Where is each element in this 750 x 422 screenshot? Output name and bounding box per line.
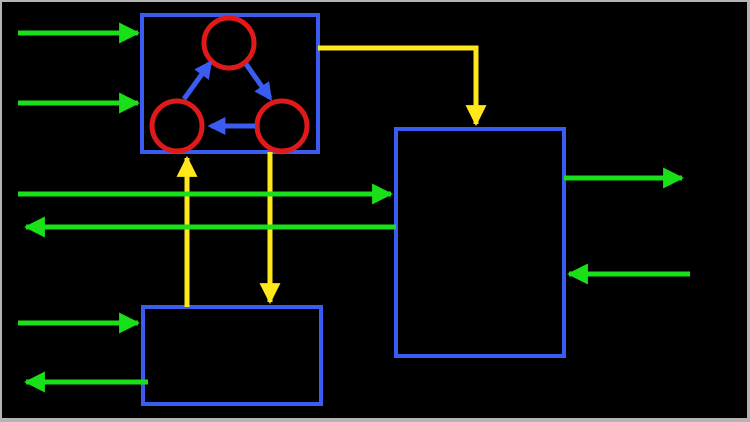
state-node-bottom-right (254, 98, 310, 154)
transition-arrow-left-to-top (181, 60, 213, 101)
state-node-bottom-left (149, 98, 205, 154)
bottom-block (141, 305, 323, 406)
transition-arrow-top-to-right (243, 62, 273, 101)
state-machine-block (140, 13, 320, 154)
right-block (394, 127, 566, 358)
state-node-top (201, 15, 257, 71)
control-arrow-state-to-right-block (318, 45, 487, 127)
diagram-background (2, 2, 747, 418)
